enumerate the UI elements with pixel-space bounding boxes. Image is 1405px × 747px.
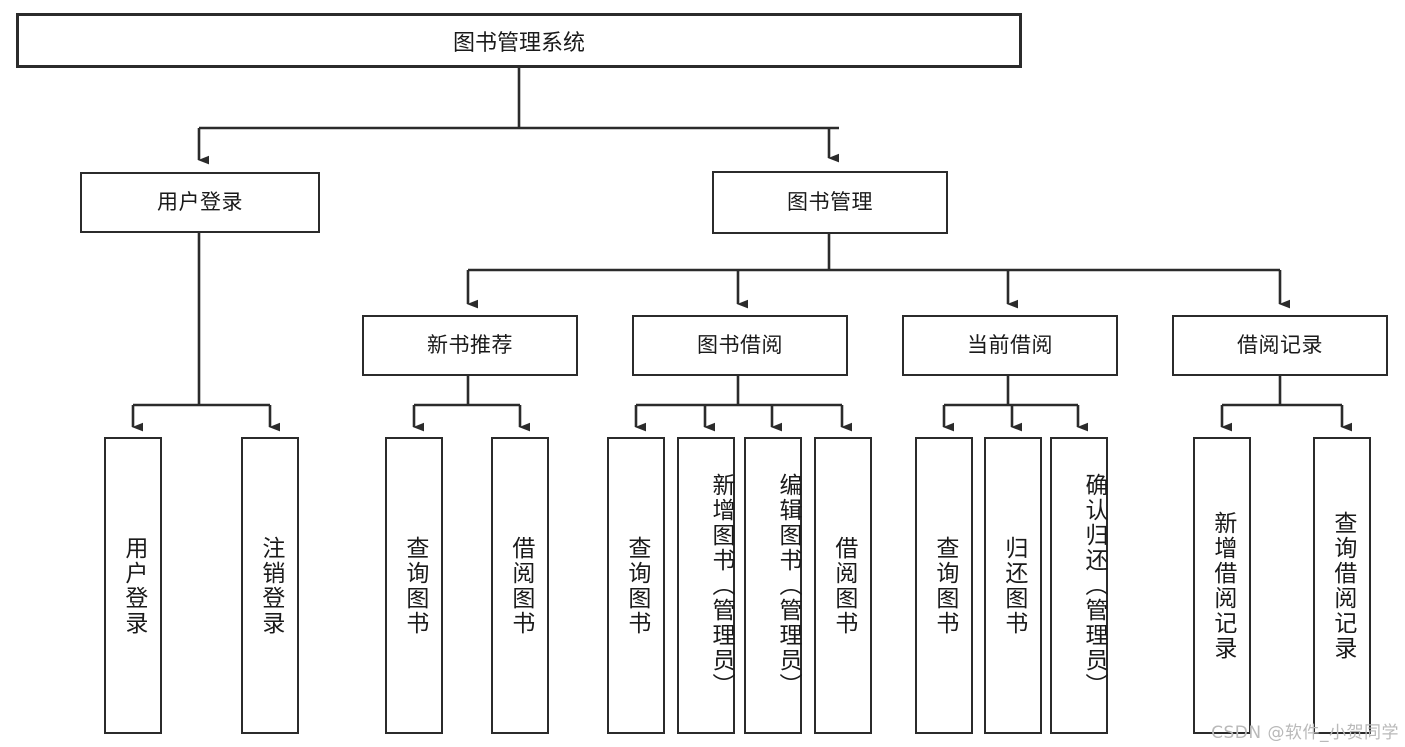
node-book-manage[interactable]: 图书管理 [712, 171, 948, 234]
node-leaf-query-book-3-label: 查询图书 [931, 535, 958, 636]
node-leaf-query-book-2[interactable]: 查询图书 [607, 437, 665, 734]
node-leaf-add-book-label: 新增图书（管理员） [708, 473, 734, 698]
node-root[interactable]: 图书管理系统 [16, 13, 1022, 68]
node-borrow-record-label: 借阅记录 [1237, 332, 1323, 357]
node-book-borrow-label: 图书借阅 [697, 332, 783, 357]
watermark-label: CSDN @软件_小贺同学 [1211, 723, 1399, 743]
node-root-label: 图书管理系统 [452, 30, 585, 56]
node-leaf-query-book-2-label: 查询图书 [623, 535, 650, 636]
node-leaf-query-book-3[interactable]: 查询图书 [915, 437, 973, 734]
node-current-borrow[interactable]: 当前借阅 [902, 315, 1118, 376]
node-book-manage-label: 图书管理 [787, 189, 873, 214]
node-leaf-add-book[interactable]: 新增图书（管理员） [677, 437, 735, 734]
node-leaf-query-book-1-label: 查询图书 [401, 535, 428, 636]
node-leaf-confirm-return-label: 确认归还（管理员） [1081, 473, 1107, 698]
node-user-login-label: 用户登录 [157, 189, 243, 214]
node-leaf-borrow-book-1[interactable]: 借阅图书 [491, 437, 549, 734]
node-borrow-record[interactable]: 借阅记录 [1172, 315, 1388, 376]
node-book-borrow[interactable]: 图书借阅 [632, 315, 848, 376]
node-leaf-return-book-label: 归还图书 [1000, 535, 1027, 636]
node-current-borrow-label: 当前借阅 [967, 332, 1053, 357]
node-leaf-return-book[interactable]: 归还图书 [984, 437, 1042, 734]
node-leaf-edit-book[interactable]: 编辑图书（管理员） [744, 437, 802, 734]
node-leaf-query-record-label: 查询借阅记录 [1329, 510, 1356, 661]
node-leaf-logout[interactable]: 注销登录 [241, 437, 299, 734]
node-leaf-confirm-return[interactable]: 确认归还（管理员） [1050, 437, 1108, 734]
node-leaf-query-book-1[interactable]: 查询图书 [385, 437, 443, 734]
node-leaf-user-login[interactable]: 用户登录 [104, 437, 162, 734]
node-leaf-borrow-book-2[interactable]: 借阅图书 [814, 437, 872, 734]
node-new-book-rec-label: 新书推荐 [427, 332, 513, 357]
node-leaf-query-record[interactable]: 查询借阅记录 [1313, 437, 1371, 734]
node-leaf-borrow-book-2-label: 借阅图书 [830, 535, 857, 636]
node-user-login[interactable]: 用户登录 [80, 172, 320, 233]
node-leaf-user-login-label: 用户登录 [120, 535, 147, 636]
node-leaf-add-record-label: 新增借阅记录 [1209, 510, 1236, 661]
node-leaf-edit-book-label: 编辑图书（管理员） [775, 473, 801, 698]
node-new-book-rec[interactable]: 新书推荐 [362, 315, 578, 376]
node-leaf-add-record[interactable]: 新增借阅记录 [1193, 437, 1251, 734]
node-leaf-logout-label: 注销登录 [257, 535, 284, 636]
node-leaf-borrow-book-1-label: 借阅图书 [507, 535, 534, 636]
